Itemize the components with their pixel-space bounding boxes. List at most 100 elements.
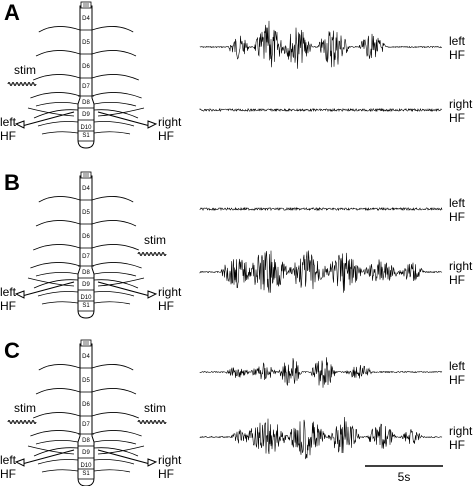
- nerve-root: [91, 220, 137, 227]
- plexus-nerve: [93, 440, 137, 445]
- plexus-nerve: [41, 131, 79, 135]
- plexus-nerve: [33, 279, 79, 289]
- plexus-nerve: [93, 109, 139, 119]
- plexus-nerve: [93, 291, 135, 297]
- right-trace: [199, 107, 443, 113]
- plexus-nerve: [97, 445, 145, 455]
- plexus-nerve: [93, 469, 131, 473]
- nerve-root: [30, 92, 81, 99]
- left-trace: [199, 20, 443, 69]
- left-hf-label: HF: [0, 129, 16, 143]
- plexus-nerve: [93, 459, 135, 465]
- segment-label: D5: [82, 210, 90, 216]
- plexus-nerve: [93, 131, 131, 135]
- nerve-root: [38, 364, 81, 371]
- plexus-nerve: [33, 109, 79, 119]
- right-hf-nerve: [97, 281, 151, 297]
- plexus-nerve: [93, 279, 139, 289]
- segment-label: D5: [82, 40, 90, 46]
- nerve-root: [38, 196, 81, 203]
- left-hf-nerve: [21, 449, 75, 465]
- stim-label: stim: [14, 401, 36, 415]
- plexus-nerve: [97, 277, 145, 287]
- right-hf-label: HF: [158, 299, 174, 313]
- trace-label-right: right: [449, 259, 473, 273]
- plexus-nerve: [93, 447, 139, 457]
- trace-label-left: HF: [449, 48, 465, 62]
- nerve-root: [35, 388, 81, 395]
- segment-label: S1: [82, 303, 90, 309]
- segment-label: D4: [82, 354, 90, 360]
- nerve-root: [38, 26, 81, 33]
- trace-label-right: right: [449, 424, 473, 438]
- right-electrode-icon: [147, 120, 158, 129]
- plexus-nerve: [35, 102, 79, 107]
- nerve-root: [91, 92, 142, 99]
- nerve-root: [91, 244, 139, 251]
- segment-label: D8: [82, 100, 90, 106]
- nerve-root: [33, 412, 81, 419]
- segment-label: D7: [82, 84, 90, 90]
- plexus-nerve: [41, 301, 79, 305]
- trace-label-right: HF: [449, 273, 465, 287]
- trace-label-right: HF: [449, 438, 465, 452]
- left-trace: [199, 357, 443, 388]
- right-hf-nerve: [97, 449, 151, 465]
- trace-label-right: HF: [449, 111, 465, 125]
- plexus-nerve: [35, 272, 79, 277]
- left-hf-nerve: [21, 281, 75, 297]
- segment-label: D6: [82, 402, 90, 408]
- right-trace: [199, 250, 443, 293]
- left-electrode-icon: [14, 458, 25, 467]
- segment-label: S1: [82, 133, 90, 139]
- right-electrode-icon: [147, 290, 158, 299]
- nerve-root: [33, 74, 81, 81]
- left-electrode-icon: [14, 290, 25, 299]
- nerve-root: [35, 50, 81, 57]
- cord-cap: [80, 171, 92, 179]
- stim-wave-icon: [137, 251, 167, 257]
- nerve-root: [91, 430, 142, 437]
- segment-label: D4: [82, 186, 90, 192]
- stim-label: stim: [14, 63, 36, 77]
- left-trace: [199, 206, 443, 212]
- trace-label-left: HF: [449, 210, 465, 224]
- segment-label: D10: [80, 295, 92, 301]
- plexus-nerve: [35, 440, 79, 445]
- scale-bar-label: 5s: [398, 470, 411, 484]
- segment-label: D10: [80, 125, 92, 131]
- right-hf-label: right: [158, 285, 182, 299]
- right-electrode-icon: [147, 458, 158, 467]
- stim-wave-icon: [7, 81, 37, 87]
- left-hf-label: HF: [0, 299, 16, 313]
- left-hf-label: left: [0, 115, 17, 129]
- panel-letter: C: [4, 338, 20, 363]
- nerve-root: [91, 388, 137, 395]
- plexus-nerve: [33, 447, 79, 457]
- plexus-nerve: [27, 277, 75, 287]
- segment-label: D8: [82, 438, 90, 444]
- segment-label: D10: [80, 463, 92, 469]
- nerve-root: [30, 430, 81, 437]
- right-hf-label: right: [158, 453, 182, 467]
- left-hf-label: HF: [0, 467, 16, 481]
- nerve-root: [30, 262, 81, 269]
- left-hf-nerve: [21, 111, 75, 127]
- nerve-root: [91, 196, 134, 203]
- nerve-root: [91, 412, 139, 419]
- plexus-nerve: [27, 107, 75, 117]
- segment-label: D9: [82, 282, 90, 288]
- scale-bar: 5s: [365, 465, 443, 484]
- nerve-root: [33, 244, 81, 251]
- left-hf-label: left: [0, 285, 17, 299]
- plexus-nerve: [97, 107, 145, 117]
- segment-label: D6: [82, 64, 90, 70]
- stim-label: stim: [144, 401, 166, 415]
- cord-cap: [80, 339, 92, 347]
